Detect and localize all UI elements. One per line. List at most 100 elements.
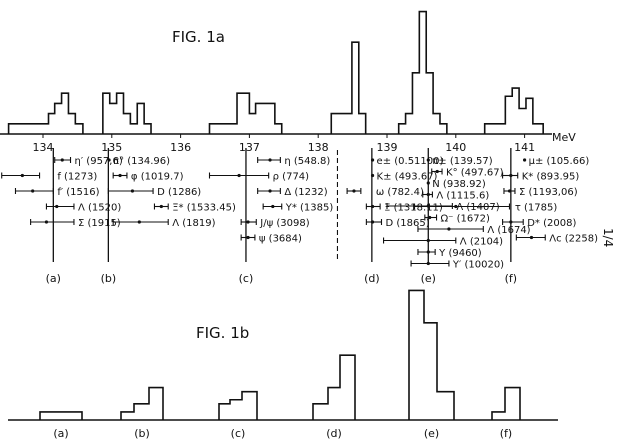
mass-point (426, 192, 430, 197)
particle-label: Λ (1674) (487, 225, 530, 236)
particle-label: π± (139.57) (432, 156, 492, 167)
histogram-b (102, 92, 152, 134)
mass-point (159, 204, 163, 209)
particle-label: τ (1785) (515, 203, 558, 214)
fig1b-bar-c (218, 390, 258, 420)
fig1b-bar-d (312, 354, 356, 420)
particle-label: ρ (774) (273, 172, 310, 183)
fig1a-particle-groups: η′ (957,6)f (1273)f′ (1516)Λ (1520)Σ (19… (1, 148, 598, 285)
particle-label: K± (493.67) (377, 172, 438, 183)
histogram-d (330, 41, 367, 134)
particle-label: η′ (957,6) (75, 156, 123, 167)
mass-point (509, 220, 513, 224)
particle-label: Ξ (1318.11) (384, 203, 443, 214)
histogram-e (397, 10, 448, 134)
group-label: (c) (239, 272, 254, 285)
mass-point (107, 158, 111, 162)
fig1b-category-label: (c) (231, 427, 246, 440)
group-label: (a) (46, 272, 61, 285)
particle-label: π° (134.96) (113, 156, 170, 167)
particle-label: Σ (1915) (78, 218, 121, 229)
fig1b-category-label: (b) (134, 427, 150, 440)
group-label: (f) (505, 272, 517, 285)
mass-point (55, 204, 59, 209)
mass-point (20, 173, 24, 178)
mass-point (370, 158, 375, 162)
particle-label: f′ (1516) (57, 187, 99, 198)
particle-label: D (1286) (157, 187, 201, 198)
group-label: (e) (421, 272, 436, 285)
page-marker: 1/4 (601, 228, 615, 247)
fig1a-title: FIG. 1a (172, 28, 225, 46)
particle-label: Λ (1520) (78, 203, 121, 214)
fig1b-category-label: (a) (53, 427, 68, 440)
particle-label: D (1865) (385, 218, 429, 229)
fig1b-bar-b (120, 386, 164, 420)
mass-point (507, 189, 512, 193)
fig1b-bar-e (408, 289, 455, 420)
mass-point (426, 238, 430, 243)
particle-label: φ (1019.7) (131, 172, 184, 183)
x-tick-label: 137 (239, 141, 260, 154)
particle-label: K* (893.95) (522, 172, 580, 183)
fig1a-xlabel: MeV (552, 131, 576, 144)
histogram-f (483, 87, 544, 134)
x-tick-label: 139 (377, 141, 398, 154)
particle-label: Λ (1115.6) (436, 191, 489, 202)
particle-label: η (548.8) (284, 156, 330, 167)
particle-label: Λc (2258) (549, 234, 598, 245)
mass-point (426, 261, 430, 266)
fig1b-bar-a (39, 411, 83, 420)
particle-label: Λ (2104) (460, 237, 503, 248)
fig1b-category-label: (e) (424, 427, 439, 440)
histogram-c (208, 92, 283, 134)
particle-label: Λ (1819) (172, 218, 215, 229)
mass-point (60, 158, 64, 162)
x-tick-label: 140 (445, 141, 466, 154)
mass-point (426, 158, 430, 162)
group-d: e± (0.51100) K± (493.67) ω (782.4) Ξ (1318.… (336, 148, 444, 285)
group-c: η (548.8)ρ (774)Δ (1232)Y* (1385)J/ψ (30… (208, 148, 333, 285)
x-tick-label: 134 (33, 141, 54, 154)
group-f: μ± (105.66)K* (893.95)Σ (1193,06)τ (1785… (413, 148, 598, 285)
x-tick-label: 135 (101, 141, 122, 154)
particle-label: N (938.92) (432, 179, 486, 190)
particle-label: D* (2008) (527, 218, 576, 229)
fig1b-title: FIG. 1b (196, 324, 249, 342)
group-label: (d) (364, 272, 380, 285)
mass-point (44, 220, 49, 224)
mass-point (370, 173, 375, 178)
x-tick-label: 136 (170, 141, 191, 154)
particle-label: Υ (9460) (438, 248, 482, 259)
fig1a-histograms (7, 10, 544, 134)
particle-label: ω (782.4) (376, 187, 424, 198)
particle-label: Ω⁻ (1672) (441, 214, 490, 225)
particle-label: ψ (3684) (259, 234, 302, 245)
fig1b-bar-f (491, 386, 521, 420)
mass-point (447, 227, 451, 231)
particle-label: Δ (1232) (284, 187, 327, 198)
mass-point (426, 250, 430, 254)
mass-point (428, 215, 432, 220)
mass-point (523, 158, 527, 162)
mass-point (130, 189, 135, 193)
particle-label: Ξ* (1533.45) (172, 203, 236, 214)
mass-point (246, 235, 250, 240)
particle-label: μ± (105.66) (529, 156, 590, 167)
mass-point (237, 173, 241, 178)
particle-label: Λ (1407) (456, 202, 499, 213)
group-label: (b) (101, 272, 117, 285)
mass-point (268, 158, 272, 162)
mass-point (118, 173, 122, 178)
mass-point (271, 204, 275, 209)
mass-point (268, 189, 272, 193)
x-tick-label: 138 (308, 141, 329, 154)
mass-point (529, 235, 534, 240)
particle-label: K° (497.67) (446, 168, 504, 179)
mass-point (246, 220, 250, 224)
particle-label: e± (0.51100) (377, 156, 444, 167)
mass-point (454, 204, 458, 209)
mass-point (352, 189, 356, 193)
